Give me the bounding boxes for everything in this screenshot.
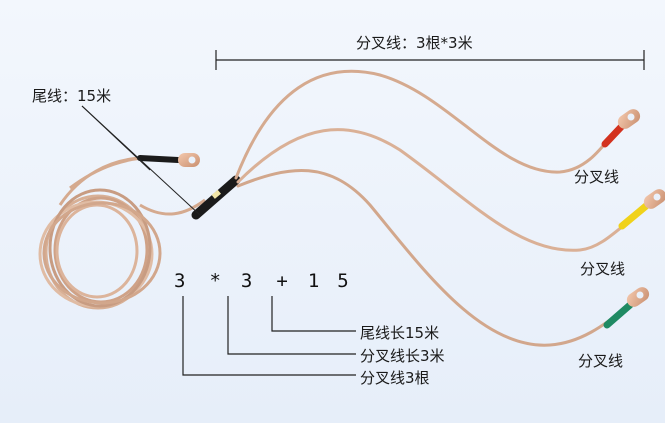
formula-leader-lines [182, 296, 356, 376]
legend-branch-length: 分叉线长3米 [360, 347, 445, 365]
splice-sleeve [191, 175, 241, 220]
tail-label: 尾线：15米 [32, 87, 112, 105]
branch-label-1: 分叉线 [574, 168, 620, 186]
spec-formula: 3 * 3 + 1 5 [174, 270, 355, 292]
formula-tail-units: 5 [337, 270, 349, 292]
branch-lug-green [603, 287, 650, 329]
branch-lug-yellow [618, 189, 665, 230]
branch-lug-red [601, 109, 641, 148]
cable-coil [38, 188, 162, 310]
tail-pointer-lines [81, 105, 201, 216]
branch-label-2: 分叉线 [580, 260, 626, 278]
legend-branch-count: 分叉线3根 [360, 369, 430, 387]
branch-cables [234, 69, 642, 347]
formula-branch-length: 3 [240, 270, 253, 292]
formula-times: * [209, 270, 221, 292]
legend-tail-length: 尾线长15米 [360, 324, 440, 342]
formula-count: 3 [174, 270, 186, 292]
branch-label-3: 分叉线 [578, 352, 624, 370]
dimension-line [215, 50, 645, 70]
tail-lug-cable [69, 153, 200, 190]
formula-tail-tens: 1 [307, 270, 320, 292]
top-dimension-label: 分叉线：3根*3米 [356, 34, 473, 52]
formula-plus: + [276, 270, 288, 292]
